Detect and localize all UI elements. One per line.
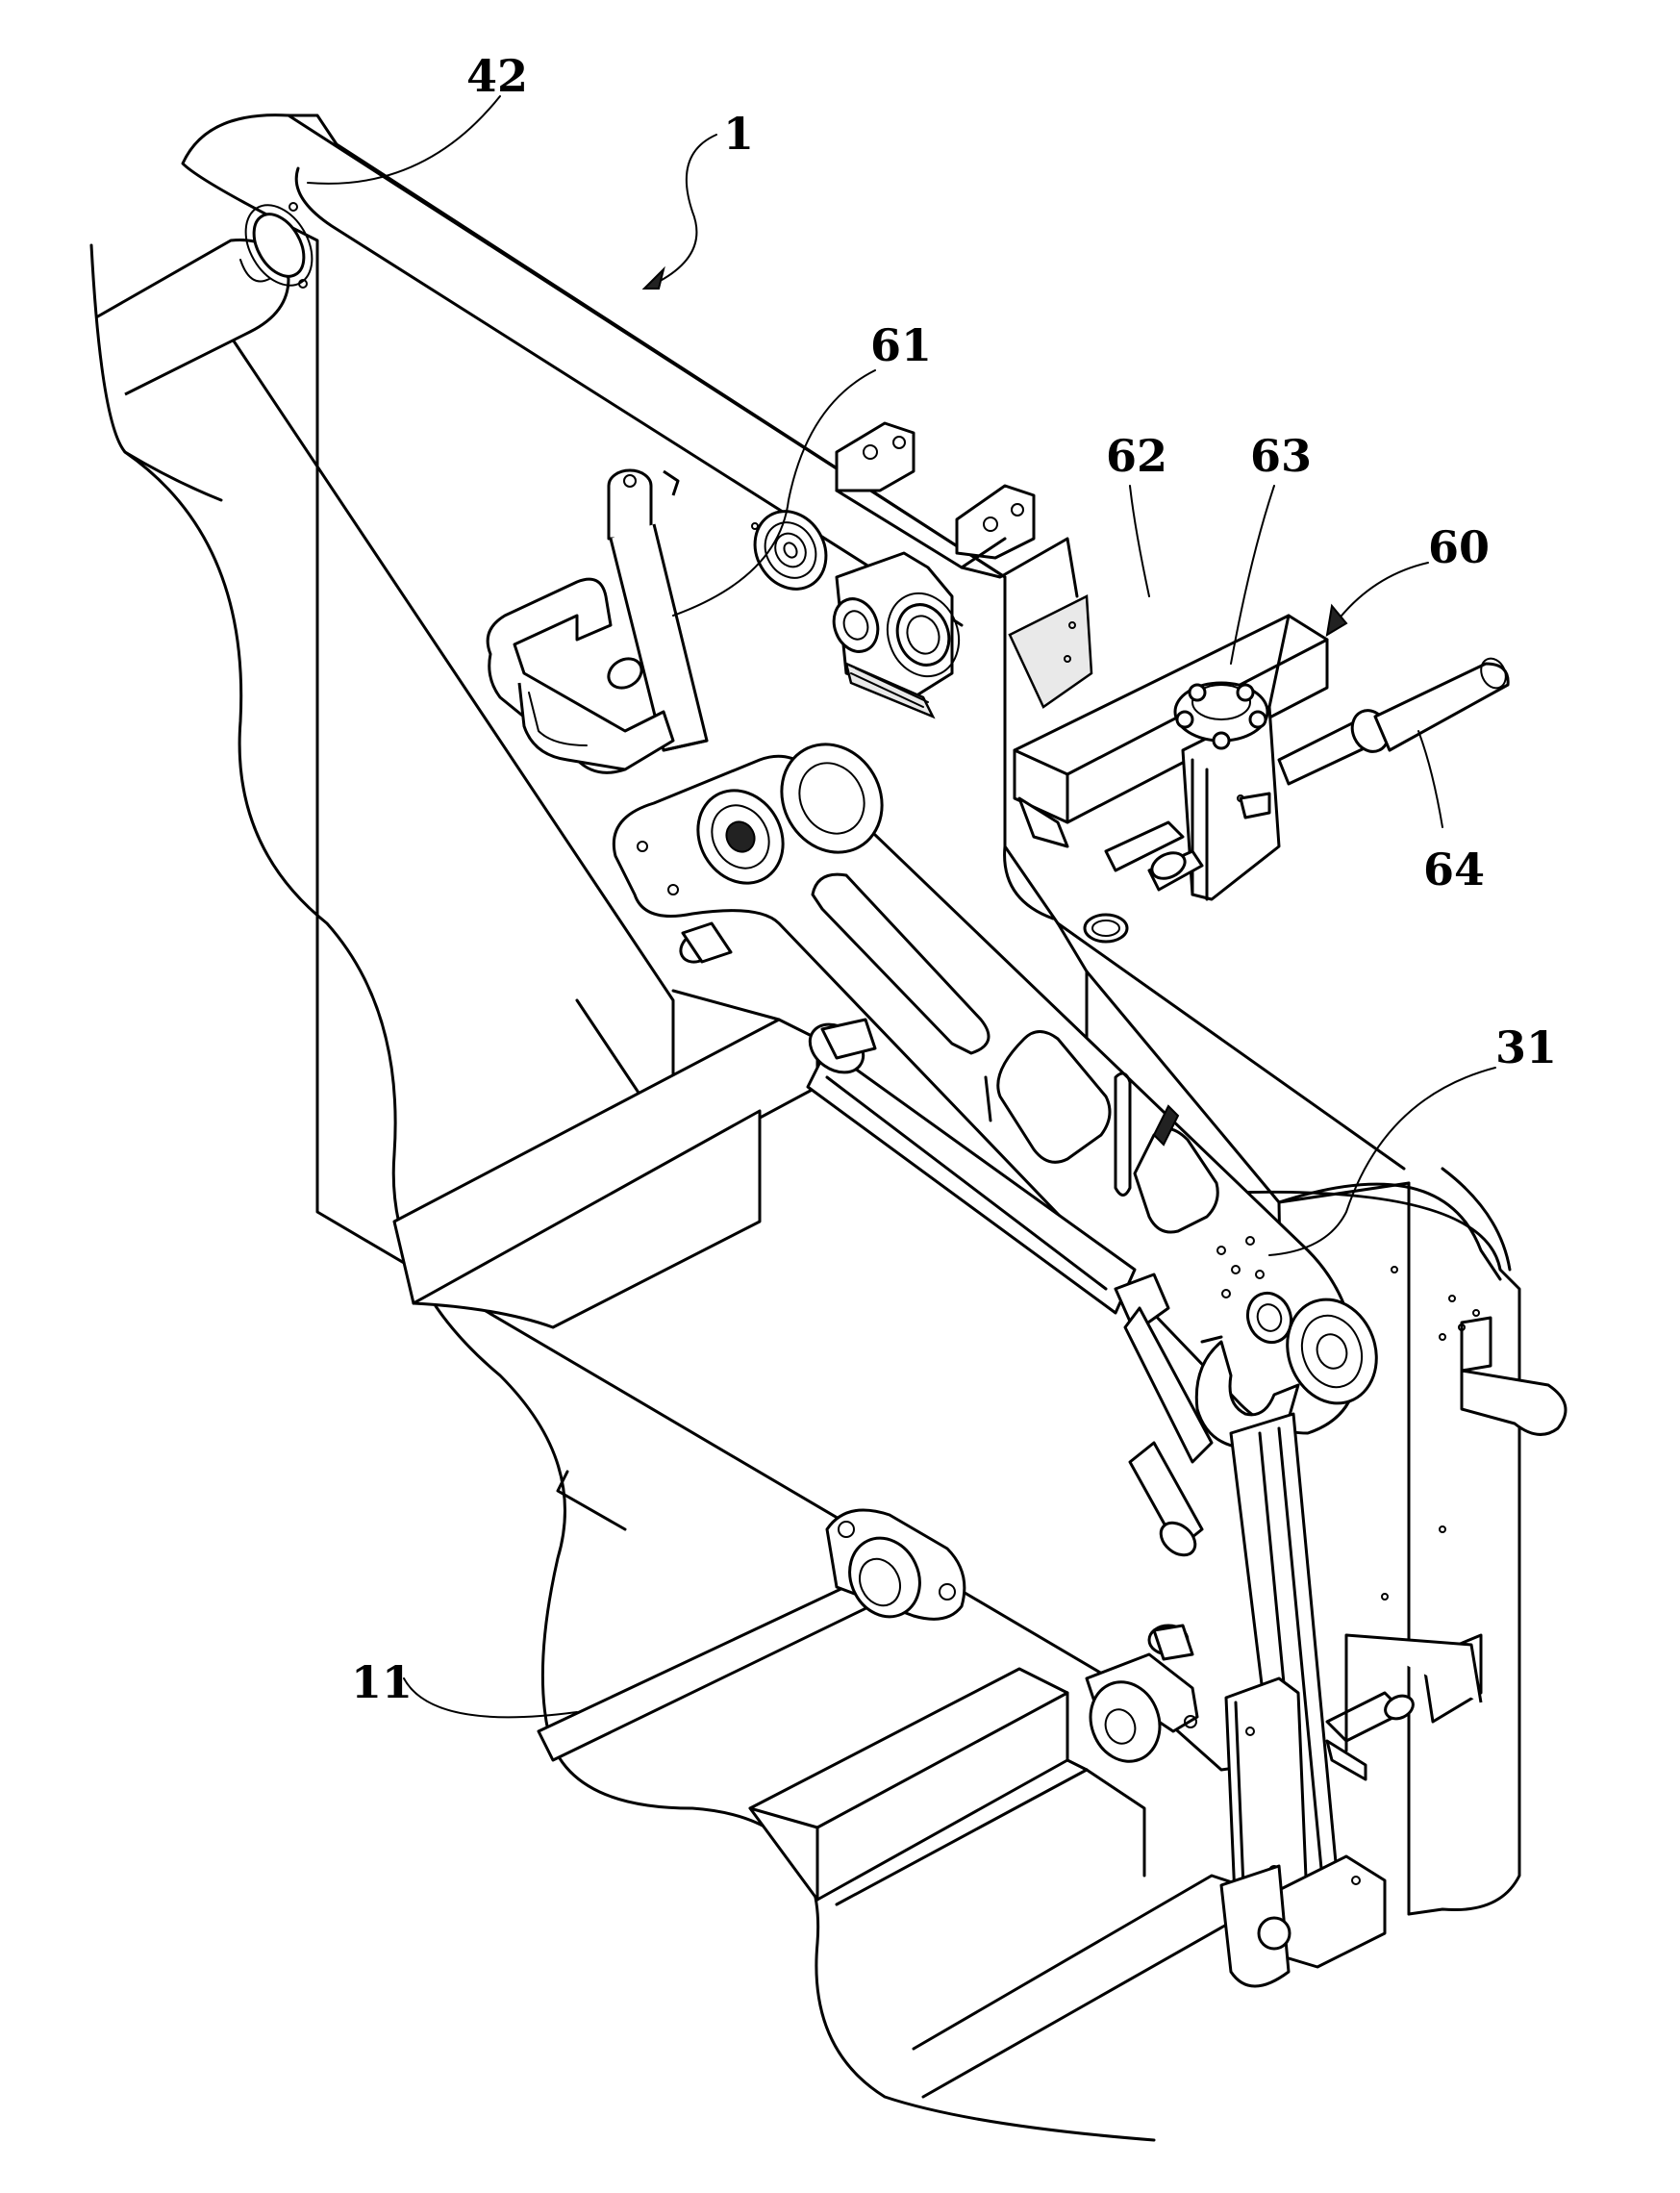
leader-1-arrow bbox=[644, 269, 664, 289]
label-63: 63 bbox=[1250, 430, 1312, 482]
label-61: 61 bbox=[870, 319, 932, 371]
label-31: 31 bbox=[1495, 1021, 1557, 1073]
vertical-link bbox=[1221, 1414, 1385, 1986]
lower-shaft bbox=[539, 1510, 965, 1760]
leader-60-arrow bbox=[1327, 606, 1346, 635]
label-60: 60 bbox=[1428, 521, 1490, 573]
leader-1 bbox=[644, 135, 716, 289]
label-62: 62 bbox=[1106, 430, 1167, 482]
leader-64 bbox=[1418, 731, 1442, 827]
label-11: 11 bbox=[351, 1656, 413, 1708]
leader-62 bbox=[1130, 486, 1149, 596]
label-42: 42 bbox=[466, 50, 528, 102]
label-1: 1 bbox=[723, 108, 754, 160]
leader-11 bbox=[404, 1678, 577, 1717]
label-64: 64 bbox=[1423, 844, 1485, 895]
